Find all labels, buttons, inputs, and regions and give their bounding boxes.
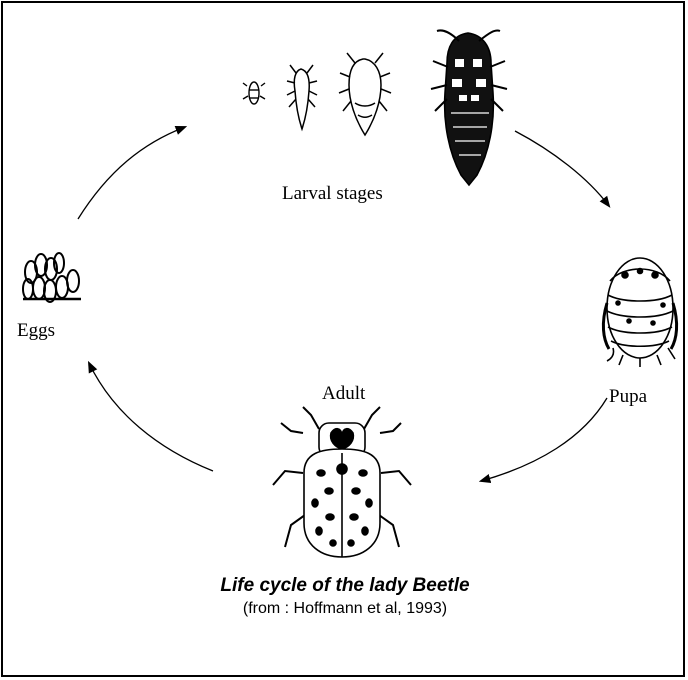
larva-stage-3 [339,53,391,135]
larva-stage-1 [243,82,265,104]
larval-stages-label: Larval stages [282,183,383,205]
pupa-label: Pupa [609,386,647,408]
adult-label: Adult [322,383,365,405]
caption-title: Life cycle of the lady Beetle [3,575,687,597]
eggs-illustration [23,253,81,302]
arrow-eggs-to-larvae [78,127,185,219]
pupa-illustration [603,258,676,367]
arrow-larvae-to-pupa [515,131,609,206]
eggs-label: Eggs [17,320,55,342]
caption-source: (from : Hoffmann et al, 1993) [3,600,687,618]
arrow-adult-to-eggs [89,363,213,471]
adult-beetle-illustration [273,407,411,557]
larva-stage-2 [287,65,317,129]
arrow-pupa-to-adult [481,398,607,481]
larva-stage-4 [431,30,507,185]
